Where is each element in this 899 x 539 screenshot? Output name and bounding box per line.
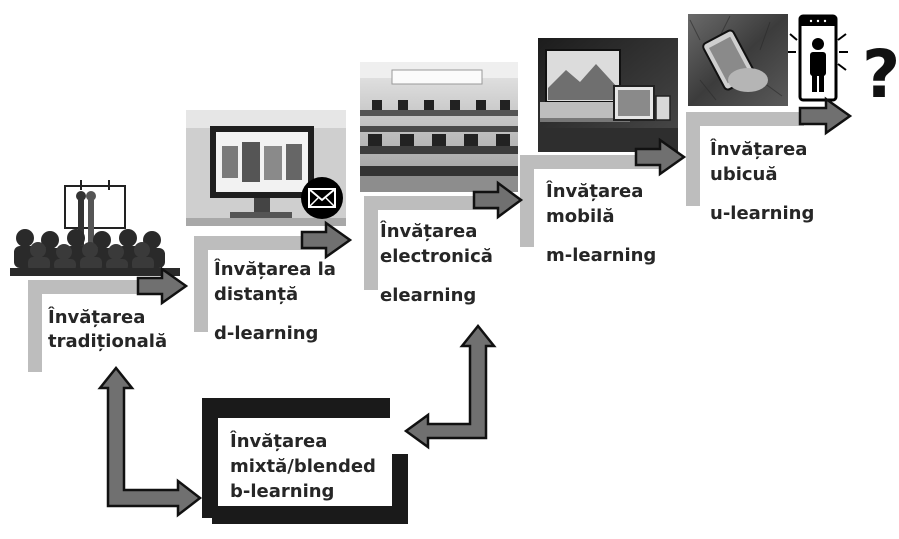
- stage-electronic-line2: electronică: [380, 246, 493, 267]
- step-bar-traditional: [28, 280, 168, 372]
- stage-mobile-abbr: m-learning: [546, 245, 657, 266]
- forward-arrow-3: [472, 180, 524, 220]
- computer-monitor-photo: [186, 110, 346, 226]
- stage-electronic-abbr: elearning: [380, 285, 477, 306]
- step-bar-ubiquitous: [686, 112, 804, 206]
- stage-traditional-line1: Învățarea: [48, 307, 146, 328]
- forward-arrow-4: [634, 137, 687, 177]
- classroom-lecture-photo: [10, 180, 180, 276]
- blended-abbr: b-learning: [230, 481, 335, 502]
- stage-ubiquitous-line1: Învățarea: [710, 139, 808, 160]
- step-bar-mobile: [520, 155, 660, 247]
- stage-ubiquitous-abbr: u-learning: [710, 203, 815, 224]
- stage-mobile-line2: mobilă: [546, 206, 615, 227]
- blended-bar: [202, 398, 408, 524]
- step-bar-electronic: [364, 196, 504, 290]
- forward-arrow-2: [300, 220, 353, 260]
- step-bar-distance: [194, 236, 326, 332]
- forward-arrow-1: [136, 266, 189, 306]
- person-kiosk-icon: [788, 14, 848, 102]
- stage-distance-abbr: d-learning: [214, 323, 319, 344]
- stage-ubiquitous-line2: ubicuă: [710, 164, 778, 185]
- blended-line1: Învățarea: [230, 431, 328, 452]
- stage-mobile-line1: Învățarea: [546, 181, 644, 202]
- stage-distance-line2: distanță: [214, 284, 299, 305]
- connector-electronic-blended: [403, 323, 497, 450]
- stage-electronic-line1: Învățarea: [380, 221, 478, 242]
- hand-holding-phone-photo: [688, 14, 788, 106]
- stage-traditional-line2: tradițională: [48, 331, 168, 352]
- connector-traditional-blended: [97, 365, 203, 518]
- future-question-mark: ?: [862, 36, 899, 113]
- stage-distance-line1: Învățarea la: [214, 259, 336, 280]
- laptop-tablet-phone-photo: [538, 38, 678, 152]
- envelope-icon: [301, 177, 343, 219]
- computer-lab-photo: [360, 62, 518, 192]
- forward-arrow-5: [798, 96, 853, 136]
- blended-line2: mixtă/blended: [230, 456, 376, 477]
